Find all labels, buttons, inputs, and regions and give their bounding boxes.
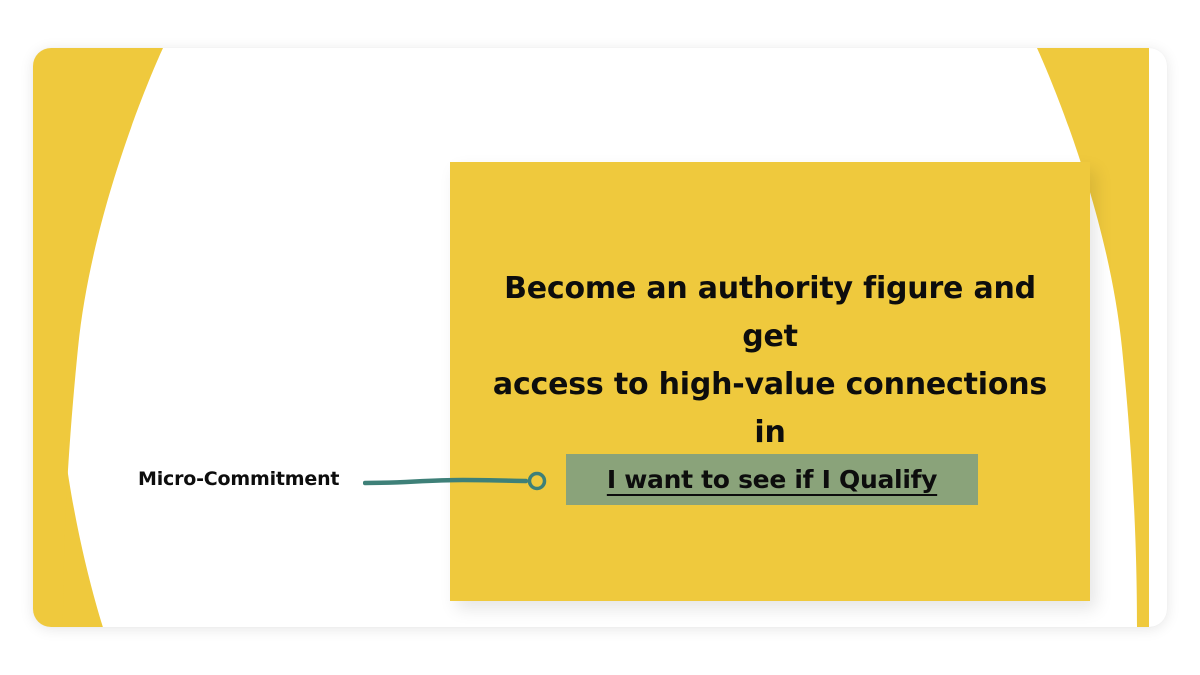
offer-card: Become an authority figure and get acces… (450, 162, 1090, 601)
micro-commitment-annotation-label: Micro-Commitment (138, 468, 340, 490)
qualify-cta-button[interactable]: I want to see if I Qualify (566, 454, 978, 505)
left-wing-shape (33, 48, 163, 627)
white-panel: Become an authority figure and get acces… (33, 48, 1167, 627)
cta-button-label: I want to see if I Qualify (606, 465, 938, 494)
left-yellow-wing (33, 48, 163, 627)
heading-line-2: access to high-value connections in (492, 367, 1048, 450)
heading-line-1: Become an authority figure and get (504, 271, 1036, 354)
